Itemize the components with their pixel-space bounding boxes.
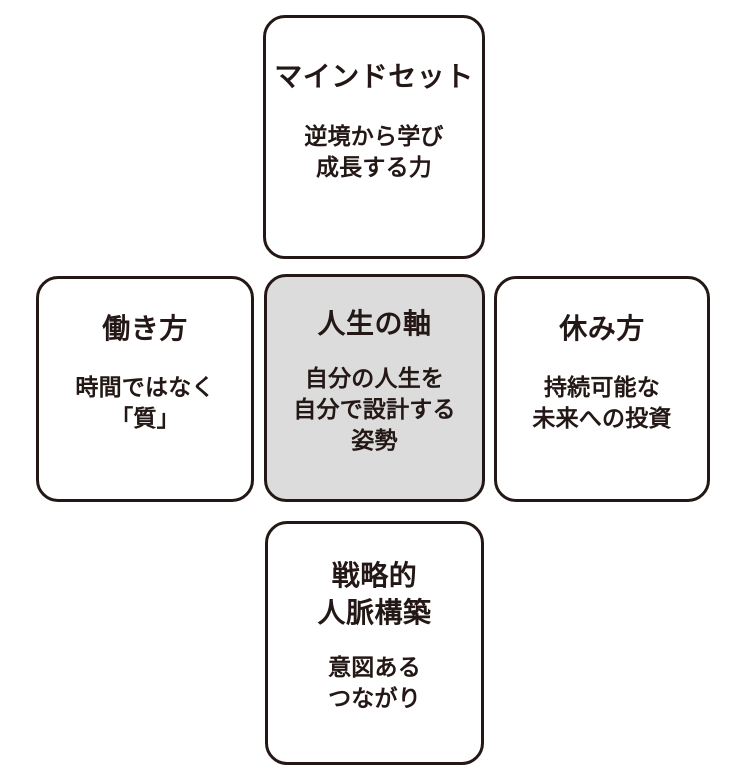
node-body-work-style: 時間ではなく 「質」	[75, 375, 215, 432]
node-body-mindset: 逆境から学び 成長する力	[304, 124, 444, 181]
diagram-node-rest-style[interactable]: 休み方 持続可能な 未来への投資	[494, 276, 710, 502]
diagram-node-strategic-network[interactable]: 戦略的 人脈構築 意図ある つながり	[265, 521, 484, 765]
diagram-node-work-style[interactable]: 働き方 時間ではなく 「質」	[36, 276, 254, 502]
node-title-strategic-network: 戦略的 人脈構築	[317, 559, 432, 629]
node-body-rest-style: 持続可能な 未来への投資	[532, 375, 672, 432]
node-title-work-style: 働き方	[102, 312, 188, 345]
node-body-life-axis: 自分の人生を 自分で設計する 姿勢	[293, 366, 456, 454]
node-title-mindset: マインドセット	[274, 60, 474, 93]
node-title-life-axis: 人生の軸	[317, 307, 432, 340]
node-body-strategic-network: 意図ある つながり	[328, 655, 421, 712]
diagram-node-mindset[interactable]: マインドセット 逆境から学び 成長する力	[263, 15, 485, 259]
diagram-node-life-axis[interactable]: 人生の軸 自分の人生を 自分で設計する 姿勢	[264, 274, 485, 502]
node-title-rest-style: 休み方	[559, 312, 645, 345]
